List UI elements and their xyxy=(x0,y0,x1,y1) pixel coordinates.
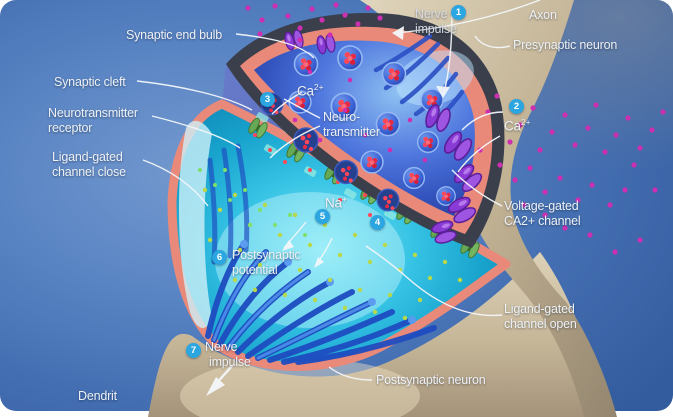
label-voltage-gated-ca2-channel-line1: Voltage-gated xyxy=(504,199,579,213)
leader-lines xyxy=(136,0,541,396)
label-ca2-right-base: Ca xyxy=(504,118,521,134)
label-neurotransmitter-receptor-line2: receptor xyxy=(48,120,93,135)
label-neurotransmitter-receptor-line1: Neurotransmitter xyxy=(48,106,138,120)
label-ligand-gated-channel-open-line1: Ligand-gated xyxy=(504,302,575,316)
label-ligand-gated-channel-open-line2: channel open xyxy=(504,316,577,331)
label-ca2-right-sup: 2+ xyxy=(520,117,531,127)
step-4-badge: 4 xyxy=(370,215,385,230)
label-nerve-impulse-top-line2: impulse xyxy=(415,21,457,36)
label-ligand-gated-channel-open: Ligand-gated channel open xyxy=(504,302,577,331)
label-ca2-center: Ca2+ xyxy=(297,80,324,99)
postsynaptic-dendrite-graphic xyxy=(148,252,604,417)
label-ligand-gated-channel-close-line2: channel close xyxy=(52,164,126,179)
label-postsynaptic-potential-line2: potential xyxy=(232,262,278,277)
label-nerve-impulse-bottom: Nerve impulse xyxy=(205,340,251,369)
label-voltage-gated-ca2-channel: Voltage-gated CA2+ channel xyxy=(504,199,581,228)
step-6-badge: 6 xyxy=(212,250,227,265)
label-postsynaptic-potential: Postsynaptic potential xyxy=(232,248,301,277)
label-postsynaptic-neuron: Postsynaptic neuron xyxy=(376,373,486,387)
cleft-green-dots xyxy=(198,168,307,237)
label-na-base: Na xyxy=(325,195,342,211)
label-na: Na+ xyxy=(325,192,347,211)
step-7-badge: 7 xyxy=(186,343,201,358)
postsynaptic-cup xyxy=(167,99,511,371)
label-dendrite: Dendrit xyxy=(78,389,117,403)
label-ca2-right: Ca2+ xyxy=(504,115,531,134)
label-nerve-impulse-bottom-line1: Nerve xyxy=(205,340,238,354)
label-neurotransmitter-receptor: Neurotransmitter receptor xyxy=(48,106,138,135)
label-axon: Axon xyxy=(529,8,557,22)
label-ligand-gated-channel-close: Ligand-gated channel close xyxy=(52,150,126,179)
step-3-badge: 3 xyxy=(260,92,275,107)
label-nerve-impulse-top-line1: Nerve xyxy=(415,7,448,21)
step-5-badge: 5 xyxy=(315,209,330,224)
label-synaptic-cleft: Synaptic cleft xyxy=(54,75,126,89)
label-ca2-center-sup: 2+ xyxy=(313,82,324,92)
label-ca2-center-base: Ca xyxy=(297,83,314,99)
label-postsynaptic-potential-line1: Postsynaptic xyxy=(232,248,301,262)
step-2-badge: 2 xyxy=(509,99,524,114)
label-voltage-gated-ca2-channel-line2: CA2+ channel xyxy=(504,213,581,228)
label-nerve-impulse-bottom-line2: impulse xyxy=(209,354,251,369)
label-synaptic-end-bulb: Synaptic end bulb xyxy=(126,28,222,42)
label-na-sup: + xyxy=(341,194,347,204)
label-ligand-gated-channel-close-line1: Ligand-gated xyxy=(52,150,123,164)
label-presynaptic-neuron: Presynaptic neuron xyxy=(513,38,618,52)
label-neurotransmitter-line1: Neuro- xyxy=(323,110,361,124)
label-neurotransmitter-line2: transmitter xyxy=(323,124,380,139)
step-1-badge: 1 xyxy=(451,5,466,20)
label-nerve-impulse-top: Nerve impulse xyxy=(415,7,457,36)
label-neurotransmitter: Neuro- transmitter xyxy=(323,110,380,139)
